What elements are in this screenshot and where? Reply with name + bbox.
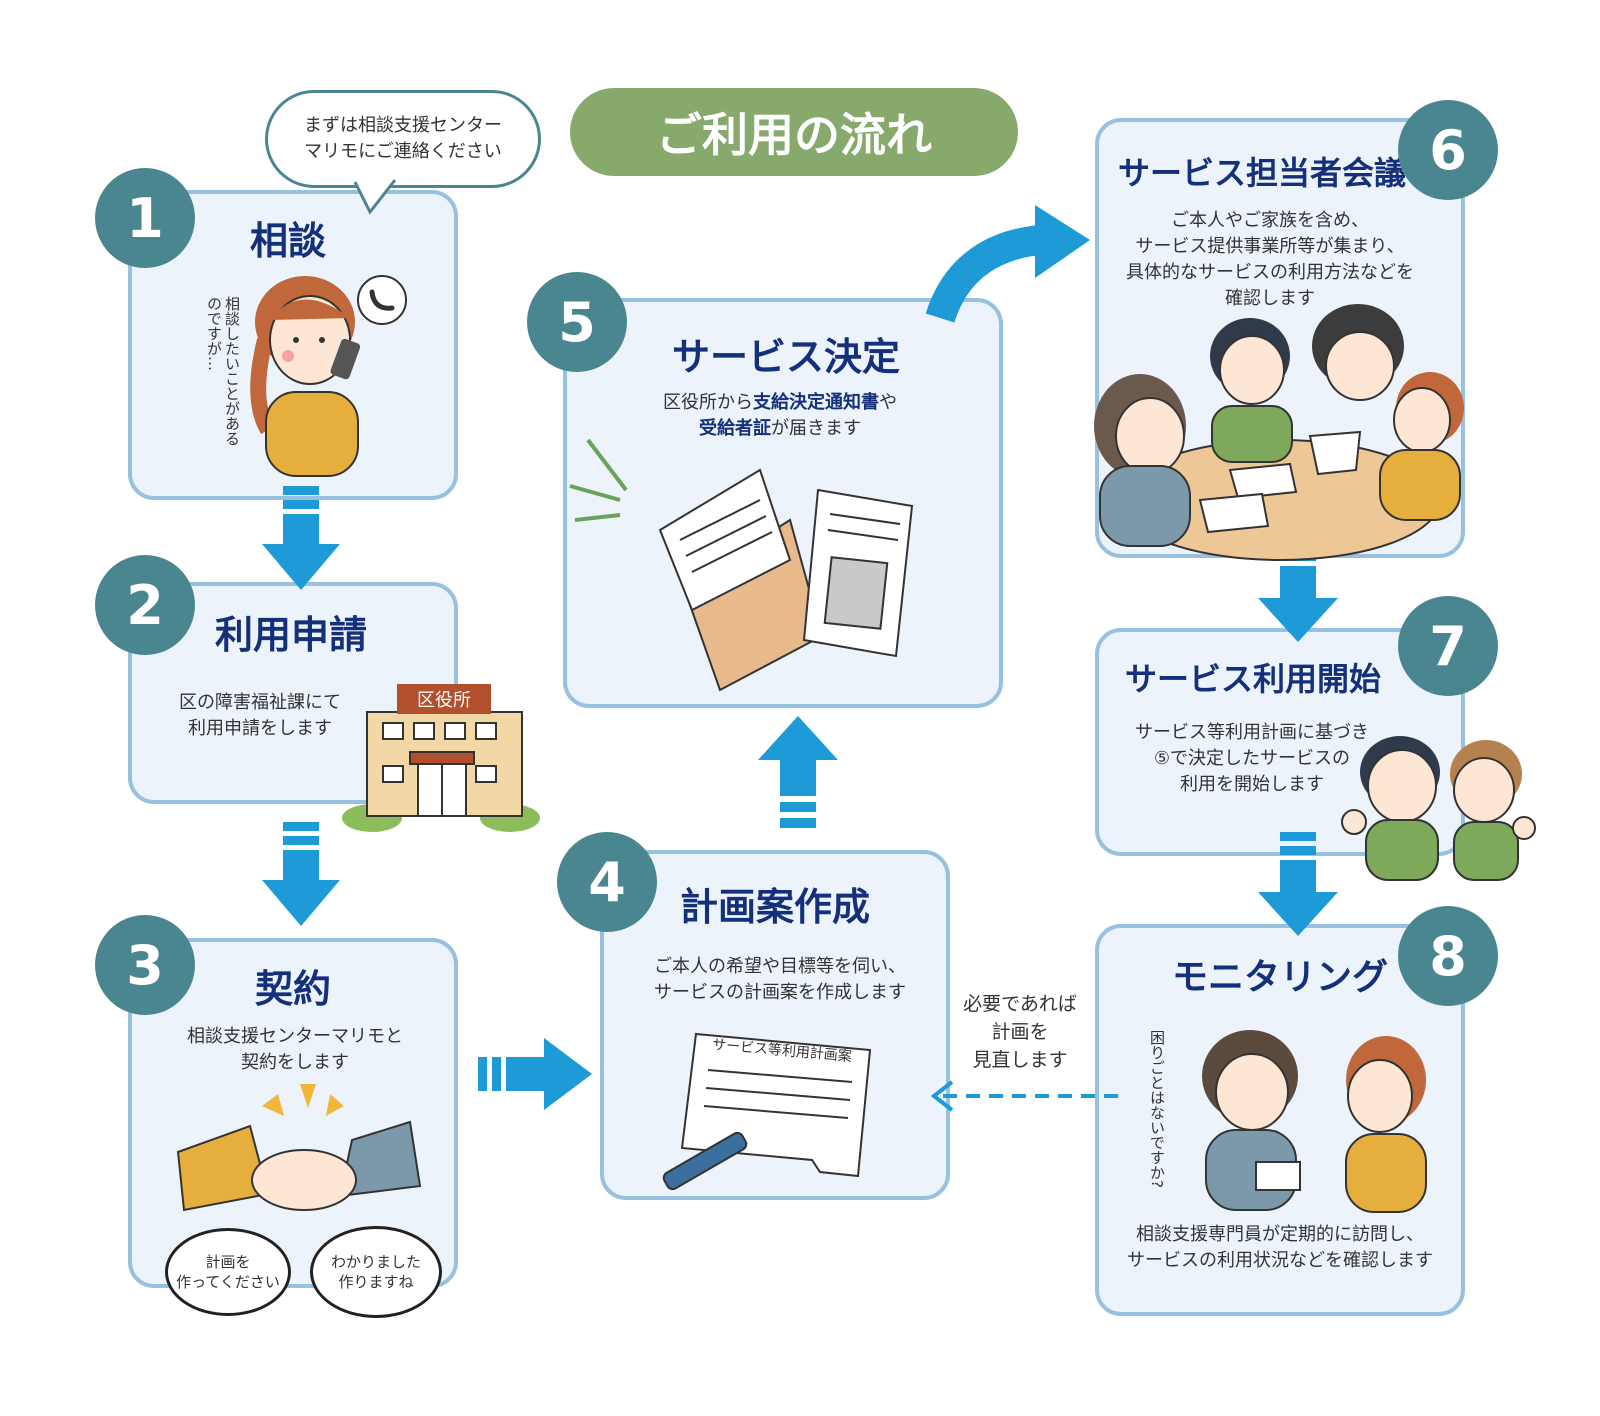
arrow-1-to-2 xyxy=(262,486,340,590)
step-6-line-2: サービス提供事業所等が集まり、 xyxy=(1135,236,1405,257)
step-2-line-1: 区の障害福祉課にて xyxy=(179,692,341,713)
arrow-5-to-6 xyxy=(925,205,1090,323)
step-8-description: 相談支援専門員が定期的に訪問し、 サービスの利用状況などを確認します xyxy=(1120,1222,1440,1274)
ward-office-illustration xyxy=(342,711,540,832)
handshake-illustration xyxy=(176,1084,422,1212)
step-5-badge: 5 xyxy=(527,272,627,372)
step-7-heading: サービス利用開始 xyxy=(1125,660,1382,698)
step-4-description: ご本人の希望や目標等を伺い、 サービスの計画案を作成します xyxy=(640,954,920,1006)
step-4-line-1: ご本人の希望や目標等を伺い、 xyxy=(654,956,906,977)
step-8-line-2: サービスの利用状況などを確認します xyxy=(1127,1250,1433,1271)
step-2-description: 区の障害福祉課にて 利用申請をします xyxy=(160,690,360,742)
ward-office-sign: 区役所 xyxy=(397,684,491,714)
step-4-badge: 4 xyxy=(557,832,657,932)
step-6-heading: サービス担当者会議 xyxy=(1118,154,1407,192)
monitoring-visit-illustration xyxy=(1202,1030,1427,1213)
notice-document-name: 支給決定通知書 xyxy=(753,392,879,413)
step-3-line-1: 相談支援センターマリモと xyxy=(187,1026,403,1047)
documents-envelope-illustration xyxy=(569,438,914,692)
step-3-badge: 3 xyxy=(95,915,195,1015)
arrow-7-to-8 xyxy=(1258,832,1338,936)
plan-review-note: 必要であれば 計画を 見直します xyxy=(955,990,1085,1074)
step-6-badge: 6 xyxy=(1398,100,1498,200)
step-5-line-1: 区役所から支給決定通知書や xyxy=(640,390,920,416)
step-8-heading: モニタリング xyxy=(1172,957,1389,998)
step-2-badge: 2 xyxy=(95,555,195,655)
step-4-heading: 計画案作成 xyxy=(680,885,871,929)
plan-review-line-2: 計画を xyxy=(991,1021,1049,1043)
client-speech-line-2: 作ってください xyxy=(176,1273,280,1291)
step-1-heading: 相談 xyxy=(250,219,327,263)
step-7-description: サービス等利用計画に基づき ⑤で決定したサービスの 利用を開始します xyxy=(1122,720,1382,798)
arrow-4-to-5 xyxy=(758,716,838,828)
step-7-line-3: 利用を開始します xyxy=(1180,774,1324,795)
arrow-2-to-3 xyxy=(262,822,340,926)
step-8-line-1: 相談支援専門員が定期的に訪問し、 xyxy=(1136,1224,1424,1245)
staff-speech-line-1: わかりました xyxy=(330,1253,421,1271)
intro-line-1: まずは相談支援センター xyxy=(304,115,502,136)
staff-speech-bubble: わかりました 作りますね xyxy=(310,1226,442,1318)
step-6-line-1: ご本人やご家族を含め、 xyxy=(1171,210,1369,231)
plan-review-line-3: 見直します xyxy=(972,1049,1068,1071)
step-5-description: 区役所から支給決定通知書や 受給者証が届きます xyxy=(640,390,920,442)
meeting-illustration xyxy=(1094,304,1464,561)
intro-line-2: マリモにご連絡ください xyxy=(304,141,502,162)
step-3-heading: 契約 xyxy=(255,967,332,1011)
step-5-line-2-post: が届きます xyxy=(771,418,861,439)
step-6-description: ご本人やご家族を含め、 サービス提供事業所等が集まり、 具体的なサービスの利用方… xyxy=(1120,208,1420,312)
arrow-8-to-4-dashed xyxy=(930,1080,1118,1112)
client-speech-bubble: 計画を 作ってください xyxy=(165,1228,291,1316)
page-title: ご利用の流れ xyxy=(570,88,1018,176)
step-6-line-4: 確認します xyxy=(1225,288,1315,309)
step-2-heading: 利用申請 xyxy=(215,613,368,657)
step-6-line-3: 具体的なサービスの利用方法などを xyxy=(1126,262,1414,283)
step-5-line-1-pre: 区役所から xyxy=(663,392,753,413)
step-5-line-1-post: や xyxy=(879,392,897,413)
step-7-line-1: サービス等利用計画に基づき xyxy=(1135,722,1369,743)
staff-speech-line-2: 作りますね xyxy=(338,1273,414,1291)
client-speech-line-1: 計画を xyxy=(205,1253,251,1271)
cheering-staff-illustration xyxy=(1341,736,1536,881)
plan-document-illustration xyxy=(662,1032,872,1191)
step-3-description: 相談支援センターマリモと 契約をします xyxy=(160,1024,430,1076)
step-5-heading: サービス決定 xyxy=(672,335,901,379)
intro-speech-bubble: まずは相談支援センター マリモにご連絡ください xyxy=(265,90,541,188)
step-2-line-2: 利用申請をします xyxy=(188,718,332,739)
step-7-line-2: ⑤で決定したサービスの xyxy=(1153,748,1351,769)
step-5-line-2: 受給者証が届きます xyxy=(640,416,920,442)
step-1-badge: 1 xyxy=(95,168,195,268)
woman-on-phone-illustration xyxy=(250,275,407,477)
arrow-3-to-4 xyxy=(478,1038,592,1110)
step-8-speech-text: 困りごとはないですか? xyxy=(1148,1030,1166,1188)
step-3-line-2: 契約をします xyxy=(241,1052,349,1073)
plan-review-line-1: 必要であれば xyxy=(963,993,1077,1015)
step-1-speech-text: 相談したいことがあるのですが… xyxy=(205,296,241,446)
step-4-line-2: サービスの計画案を作成します xyxy=(654,982,906,1003)
step-8-badge: 8 xyxy=(1398,906,1498,1006)
step-7-badge: 7 xyxy=(1398,596,1498,696)
recipient-certificate-name: 受給者証 xyxy=(699,418,771,439)
